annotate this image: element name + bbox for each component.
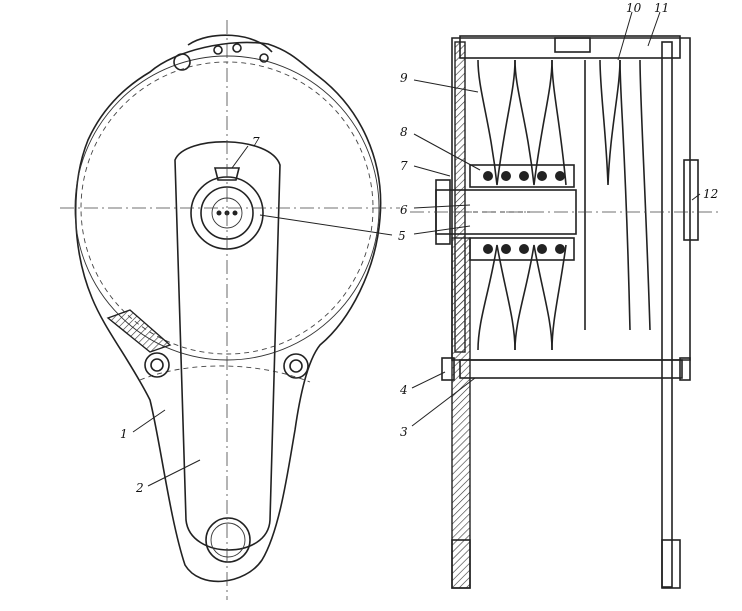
front-view: [60, 20, 400, 600]
right-bolt: [283, 353, 309, 379]
sheaves-upper: [477, 59, 651, 331]
top-crosspiece-slot: [554, 37, 591, 53]
section-view: [410, 35, 720, 589]
hub-dot-3: [232, 210, 238, 216]
right-plate-end: [661, 539, 681, 589]
top-bolt-3: [259, 53, 269, 63]
callout-1: 1: [120, 427, 128, 441]
latch: [106, 309, 172, 353]
lubricator-front: [213, 167, 241, 181]
callout-7-right: 7: [400, 159, 408, 173]
bearings-lower: [469, 237, 575, 261]
spacer-bolt-head-left: [441, 357, 455, 381]
right-nut: [683, 159, 699, 241]
callout-5: 5: [398, 229, 406, 243]
spacer-bolt: [459, 359, 683, 379]
frame-outline: [451, 37, 691, 361]
top-bolt-1: [213, 45, 223, 55]
top-lug: [187, 34, 273, 53]
callout-9: 9: [400, 71, 408, 85]
arm-outline: [174, 141, 281, 551]
spacer-bolt-head-right: [679, 357, 691, 381]
left-plate-end: [451, 539, 471, 589]
callout-8: 8: [400, 125, 408, 139]
left-cheek-lower: [451, 237, 471, 589]
callout-2: 2: [135, 481, 144, 495]
callout-6: 6: [400, 203, 408, 217]
hub-dot-1: [216, 210, 222, 216]
right-bolt-inner: [289, 359, 303, 373]
hidden-arc: [139, 365, 311, 383]
bearings-upper: [469, 164, 575, 188]
arm-bottom-eye: [205, 517, 251, 563]
left-bolt: [144, 352, 170, 378]
callout-4: 4: [399, 383, 408, 397]
arm-bottom-eye-inner: [210, 522, 246, 558]
top-bolt-2: [232, 43, 242, 53]
callout-12: 12: [703, 187, 718, 201]
right-cheek-plate: [661, 41, 673, 588]
sheaves-lower: [477, 244, 567, 351]
leaders: [132, 11, 701, 487]
top-crosspiece: [459, 35, 681, 59]
callouts: 1 2 3 4 5 6 7 7 8 9 10 11 12: [120, 1, 718, 495]
cheek-plate-outline: [74, 41, 382, 583]
callout-10: 10: [626, 1, 642, 15]
callout-7-left: 7: [252, 135, 260, 149]
left-bolt-inner: [150, 358, 164, 372]
callout-3: 3: [400, 425, 408, 439]
callout-11: 11: [654, 1, 669, 15]
top-pin: [173, 53, 191, 71]
